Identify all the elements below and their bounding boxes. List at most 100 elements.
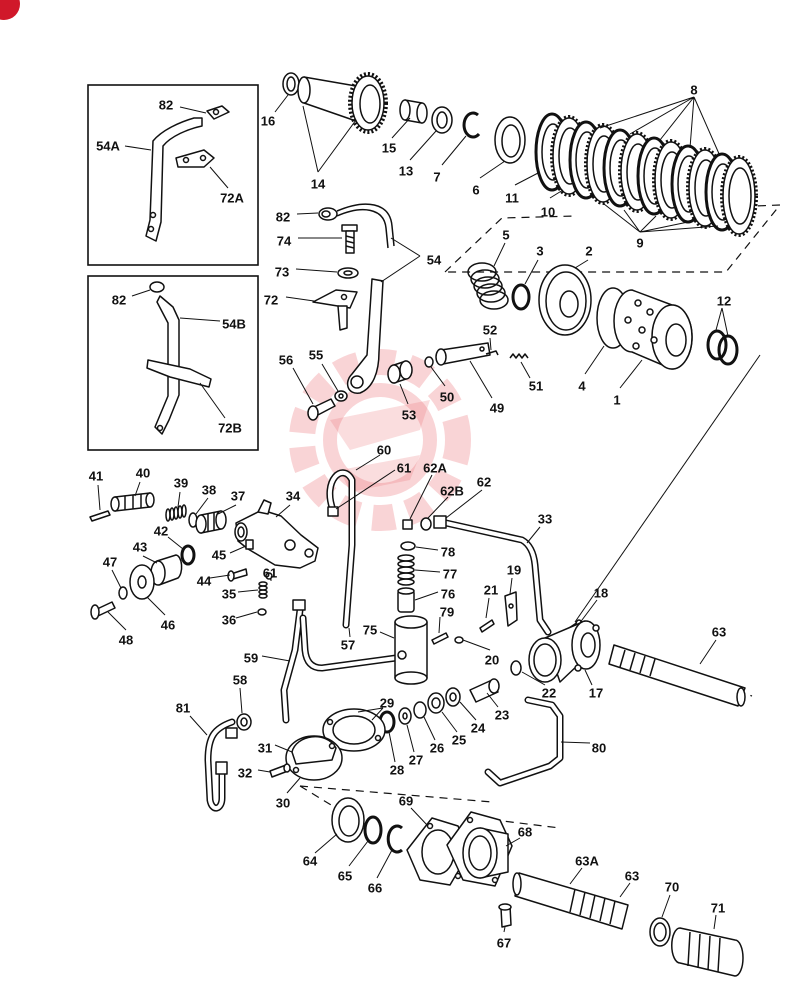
flange-housing-68[interactable] — [446, 811, 513, 887]
washer-13[interactable] — [431, 106, 453, 134]
fitting-62[interactable] — [433, 515, 447, 529]
clutch-plate-pack[interactable] — [534, 112, 758, 237]
ring-16[interactable] — [282, 72, 300, 96]
fitting-23[interactable] — [469, 678, 500, 703]
pin-49[interactable] — [435, 342, 491, 366]
fitting-62a[interactable] — [402, 519, 413, 530]
bolt-48[interactable] — [90, 601, 116, 620]
plate-72b[interactable] — [146, 359, 212, 388]
plate-72[interactable] — [312, 289, 358, 331]
washer-27[interactable] — [398, 707, 412, 725]
tube-57[interactable] — [299, 614, 400, 672]
bolt-67[interactable] — [498, 903, 512, 928]
ring-3[interactable] — [511, 283, 531, 311]
ring-70[interactable] — [649, 917, 671, 947]
callout-label: 9 — [636, 235, 643, 250]
bushing-53[interactable] — [387, 360, 413, 384]
corner-badge-top-left[interactable] — [0, 0, 20, 20]
sleeve-gear-14[interactable] — [297, 72, 388, 134]
plug-43[interactable] — [150, 554, 183, 586]
callout-label: 58 — [233, 672, 247, 687]
cylinder-37[interactable] — [195, 510, 227, 534]
disc-46[interactable] — [129, 564, 155, 600]
knob-82-inset-b[interactable] — [149, 281, 165, 293]
spring-77-shape — [397, 572, 415, 580]
bracket-19[interactable] — [504, 591, 518, 627]
washer-26[interactable] — [413, 701, 427, 719]
spool-40[interactable] — [110, 492, 155, 512]
plate-72a[interactable] — [175, 149, 215, 168]
ring-65[interactable] — [363, 815, 383, 845]
washer-50[interactable] — [424, 356, 434, 368]
tube-59[interactable] — [280, 606, 304, 724]
shaft-63a[interactable] — [512, 872, 629, 930]
ring-22[interactable] — [510, 660, 522, 676]
spring-77[interactable] — [397, 554, 415, 586]
pin-21[interactable] — [479, 619, 495, 633]
callout-label: 34 — [286, 488, 301, 503]
control-cable[interactable] — [336, 203, 395, 249]
screw-45[interactable] — [245, 539, 254, 550]
bolt-32[interactable] — [269, 763, 291, 778]
lever-54[interactable] — [346, 278, 384, 394]
clutch-housing-1[interactable] — [613, 289, 693, 370]
nut-58[interactable] — [236, 713, 252, 731]
callout-label: 48 — [119, 632, 133, 647]
bolt-44[interactable] — [227, 568, 248, 582]
callout-label: 67 — [497, 935, 511, 950]
pin-41[interactable] — [89, 510, 111, 522]
ring-20[interactable] — [454, 636, 464, 644]
tube-60[interactable] — [326, 469, 356, 629]
fitting-81[interactable] — [215, 727, 238, 775]
shaft-63-shape — [608, 644, 746, 707]
valve-body-34[interactable] — [234, 499, 319, 569]
washer-24[interactable] — [445, 687, 461, 707]
spring-77-shape — [397, 560, 415, 568]
bolt-56[interactable] — [307, 398, 336, 421]
ring-47[interactable] — [118, 586, 128, 600]
bushing-15[interactable] — [399, 99, 428, 124]
washer-55[interactable] — [334, 390, 348, 402]
spring-39[interactable] — [165, 504, 187, 522]
snap-ring-7[interactable] — [462, 111, 481, 139]
washer-73[interactable] — [337, 267, 359, 279]
spring-35[interactable] — [258, 581, 268, 599]
fitting-62b[interactable] — [420, 517, 432, 531]
pto-housing-17[interactable] — [528, 620, 601, 683]
seal-25[interactable] — [427, 692, 445, 714]
ring-36[interactable] — [257, 608, 267, 616]
plunger-76[interactable] — [397, 587, 415, 613]
clip-82-inset-a[interactable] — [206, 105, 230, 120]
cotter-pin-52[interactable] — [485, 350, 499, 356]
tube-33[interactable] — [442, 519, 552, 636]
rings-12[interactable] — [706, 329, 739, 366]
tube-81[interactable] — [204, 718, 236, 812]
cap-71[interactable] — [671, 927, 744, 977]
callout-label: 54B — [222, 316, 246, 331]
bolt-74[interactable] — [341, 224, 358, 254]
knob-82[interactable] — [318, 207, 338, 221]
pin-79[interactable] — [431, 632, 449, 645]
lever-54b[interactable] — [154, 295, 180, 435]
valve-75[interactable] — [394, 615, 428, 685]
tube-80[interactable] — [484, 696, 564, 787]
cover-31[interactable] — [285, 735, 343, 781]
ball-61[interactable] — [265, 572, 273, 580]
callout-label: 61 — [263, 565, 277, 580]
spring-5[interactable] — [467, 262, 509, 310]
seal-64[interactable] — [331, 797, 365, 843]
fitting-59[interactable] — [292, 599, 306, 611]
ring-42[interactable] — [180, 544, 196, 566]
lever-54a[interactable] — [145, 117, 203, 242]
valve-75-shape — [394, 621, 428, 679]
callout-label: 72 — [264, 292, 278, 307]
shaft-63[interactable] — [608, 644, 746, 707]
spring-pin-51[interactable] — [509, 353, 529, 359]
steel-plate-9-shape — [720, 155, 758, 237]
ring-78[interactable] — [400, 541, 416, 551]
seal-6[interactable] — [494, 116, 526, 164]
piston-2[interactable] — [538, 264, 592, 336]
snap-ring-66[interactable] — [386, 824, 404, 854]
gasket-29[interactable] — [322, 708, 386, 752]
fitting-61[interactable] — [327, 506, 339, 517]
